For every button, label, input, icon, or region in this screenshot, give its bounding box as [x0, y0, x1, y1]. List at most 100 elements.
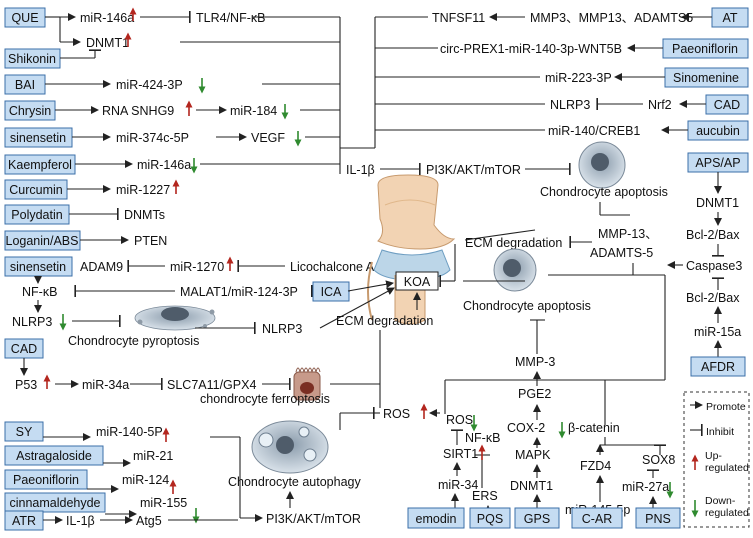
kaempferol-label: Kaempferol: [8, 158, 72, 172]
nlrp3c-label: NLRP3: [550, 98, 590, 112]
mir21-label: miR-21: [133, 449, 173, 463]
sirt1-label: SIRT1: [443, 447, 478, 461]
mir374-label: miR-374c-5P: [116, 131, 189, 145]
left-column: QUE miR-146a TLR4/NF-κB DNMT1 Shikonin B…: [4, 7, 375, 524]
cad-label: CAD: [11, 342, 37, 356]
atr-label: ATR: [12, 514, 36, 528]
ecm1-label: ECM degradation: [465, 236, 562, 250]
astragaloside-box: [4, 445, 104, 466]
pns-label: PNS: [645, 512, 671, 526]
gps-label: GPS: [524, 512, 550, 526]
curcumin-label: Curcumin: [9, 183, 63, 197]
tnfsf11-label: TNFSF11: [432, 11, 485, 25]
cinnamaldehyde-box: [4, 492, 106, 513]
licochalcone-label: Licochalcone A: [290, 260, 375, 274]
dnmt1c-label: DNMT1: [696, 196, 739, 210]
autophagy-label: Chondrocyte autophagy: [228, 475, 361, 489]
sox8-label: SOX8: [642, 453, 675, 467]
pi3k-a-label: PI3K/AKT/mTOR: [266, 512, 361, 526]
nfkb-label: NF-κB: [22, 285, 57, 299]
pyroptosis-cell-icon: [134, 305, 216, 331]
slc7a11-label: SLC7A11/GPX4: [167, 378, 256, 392]
malat1-label: MALAT1/miR-124-3P: [180, 285, 298, 299]
pge2-label: PGE2: [518, 387, 551, 401]
bcl2b-label: Bcl-2/Bax: [686, 291, 740, 305]
autophagy-cell-icon: [251, 420, 329, 474]
mir146b-label: miR-146a: [137, 158, 191, 172]
tlr4-label: TLR4/NF-κB: [196, 11, 265, 25]
dnmt1b-label: DNMT1: [510, 479, 553, 493]
legend: Promote Inhibit Up- regulated Down- regu…: [683, 391, 750, 528]
legend-down1: Down-: [705, 495, 736, 507]
ica-label: ICA: [321, 285, 343, 299]
mir1227-label: miR-1227: [116, 183, 170, 197]
chrysin-label: Chrysin: [9, 104, 51, 118]
mir155-label: miR-155: [140, 496, 187, 510]
koa-label: KOA: [404, 275, 431, 289]
adamts-label: ADAMTS-5: [590, 246, 653, 260]
loganin-label: Loganin/ABS: [6, 234, 79, 248]
ros2-label: ROS: [446, 413, 473, 427]
cinnamaldehyde-label: cinnamaldehyde: [9, 496, 100, 510]
circ-label: circ-PREX1-miR-140-3p-WNT5B: [440, 42, 622, 56]
sy-box: [4, 421, 44, 442]
ros-label: ROS: [383, 407, 410, 421]
bcl2a-label: Bcl-2/Bax: [686, 228, 740, 242]
pqs-box: [469, 507, 511, 529]
paeoniflorin-label: Paeoniflorin: [13, 473, 79, 487]
snhg9-label: RNA SNHG9: [102, 104, 174, 118]
sinomenine-label: Sinomenine: [673, 71, 739, 85]
dnmts-label: DNMTs: [124, 208, 165, 222]
mmp3-label: MMP-3: [515, 355, 555, 369]
afdr-box: [690, 356, 746, 377]
mir34a-label: miR-34a: [82, 378, 129, 392]
mir146a-label: miR-146a: [80, 11, 134, 25]
nlrp3a-label: NLRP3: [12, 315, 52, 329]
apoptosis-cell-icon-2: [493, 248, 537, 292]
mir1270-label: miR-1270: [170, 260, 224, 274]
mmps-label: MMP3、MMP13、ADAMTS5: [530, 11, 693, 25]
mir27a-label: miR-27a: [622, 480, 669, 494]
emodin-box: [407, 507, 465, 529]
vegf-label: VEGF: [251, 131, 285, 145]
bai-label: BAI: [15, 78, 35, 92]
car-box: [571, 507, 623, 529]
mir223-label: miR-223-3P: [545, 71, 612, 85]
cad2-label: CAD: [714, 98, 740, 112]
polydatin-label: Polydatin: [11, 208, 62, 222]
paeoniflorin-box: [4, 469, 88, 490]
cox2-label: COX-2: [507, 421, 545, 435]
il1b-a-label: IL-1β: [66, 514, 95, 528]
legend-up1: Up-: [705, 450, 722, 462]
sinensetin2-label: sinensetin: [10, 260, 66, 274]
legend-promote: Promote: [706, 401, 746, 413]
mir124-label: miR-124: [122, 473, 169, 487]
pns-box: [635, 507, 681, 529]
nfkb2-label: NF-κB: [465, 431, 500, 445]
sy-label: SY: [16, 425, 33, 439]
legend-inhibit: Inhibit: [706, 426, 734, 438]
apoptosis-cell-icon: [578, 141, 626, 189]
ecm2-label: ECM degradation: [336, 314, 433, 328]
mir34-label: miR-34: [438, 478, 478, 492]
legend-up2: regulated: [705, 462, 749, 474]
pten-label: PTEN: [134, 234, 167, 248]
gps-box: [514, 507, 560, 529]
nrf2-label: Nrf2: [648, 98, 672, 112]
astragaloside-label: Astragaloside: [16, 449, 92, 463]
mapk-label: MAPK: [515, 448, 551, 462]
aps-label: APS/AP: [695, 156, 740, 170]
nlrp3b-label: NLRP3: [262, 322, 302, 336]
que-label: QUE: [11, 11, 38, 25]
pyroptosis-label: Chondrocyte pyroptosis: [68, 334, 199, 348]
ica-box: [312, 281, 350, 302]
aucubin-label: aucubin: [696, 124, 740, 138]
knee-joint-icon: [367, 174, 456, 325]
mir15a-label: miR-15a: [694, 325, 741, 339]
il1b-label: IL-1β: [346, 163, 375, 177]
mir184-label: miR-184: [230, 104, 277, 118]
caspase3-label: Caspase3: [686, 259, 742, 273]
legend-down2: regulated: [705, 507, 749, 519]
adam9-label: ADAM9: [80, 260, 123, 274]
